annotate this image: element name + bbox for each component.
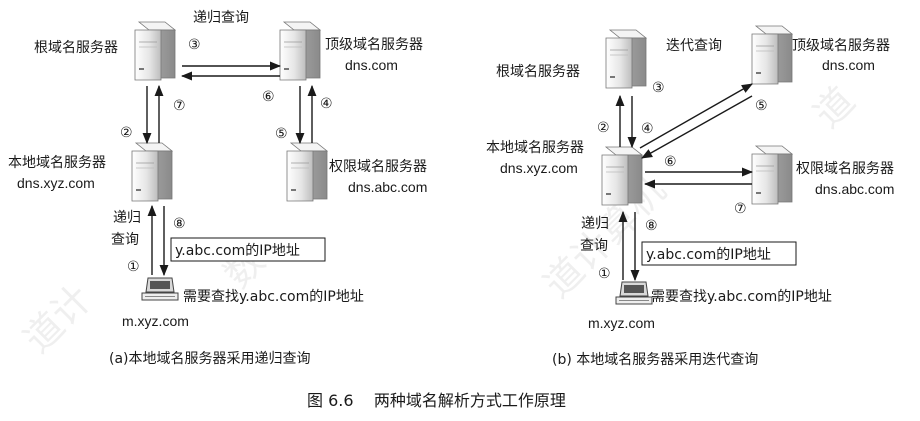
- svg-text:道计: 道计: [15, 277, 100, 362]
- left-answer-box: [170, 237, 326, 262]
- right-local-label: 本地域名服务器: [486, 140, 584, 156]
- step-7: ⑦: [734, 201, 747, 217]
- right-local-host: dns.xyz.com: [500, 160, 578, 176]
- step-3: ③: [652, 80, 665, 96]
- right-top-label: 迭代查询: [666, 38, 722, 54]
- svg-text:道: 道: [805, 78, 863, 136]
- left-local-label: 本地域名服务器: [8, 155, 106, 171]
- step-8: ⑧: [645, 218, 658, 234]
- server-icon: [751, 145, 793, 205]
- right-answer-text: y.abc.com的IP地址: [646, 247, 771, 263]
- left-client-note: 需要查找y.abc.com的IP地址: [183, 289, 364, 305]
- left-root-label: 根域名服务器: [34, 40, 118, 56]
- right-root-label: 根域名服务器: [496, 64, 580, 80]
- step-6: ⑥: [262, 89, 275, 105]
- left-local-host: dns.xyz.com: [17, 175, 95, 191]
- figure-caption: 图 6.6 两种域名解析方式工作原理: [307, 391, 566, 410]
- server-icon: [134, 21, 176, 81]
- right-tld-host: dns.com: [822, 57, 875, 73]
- left-tld-host: dns.com: [345, 57, 398, 73]
- right-auth-host: dns.abc.com: [815, 181, 894, 197]
- left-query-label-1: 递归: [113, 209, 141, 226]
- arrow-3: [639, 83, 753, 149]
- server-icon: [751, 25, 793, 85]
- right-client-host: m.xyz.com: [588, 315, 655, 331]
- left-client-host: m.xyz.com: [122, 313, 189, 329]
- step-8: ⑧: [173, 216, 186, 232]
- step-7: ⑦: [173, 98, 186, 114]
- step-5: ⑤: [755, 98, 768, 114]
- left-auth-label: 权限域名服务器: [329, 159, 427, 175]
- step-4: ④: [641, 121, 654, 137]
- step-2: ②: [120, 125, 133, 141]
- panel-right-iterative: 迭代查询 根域名服务器 顶级域名服务器 dns.com 本地域名服务器 dns.…: [486, 25, 894, 368]
- server-icon: [131, 142, 173, 202]
- right-auth-label: 权限域名服务器: [796, 161, 894, 177]
- step-1: ①: [127, 259, 140, 275]
- step-1: ①: [598, 266, 611, 282]
- arrow-5: [641, 95, 753, 159]
- left-query-label-2: 查询: [111, 232, 139, 248]
- computer-icon: [615, 281, 653, 305]
- right-client-note: 需要查找y.abc.com的IP地址: [651, 289, 832, 305]
- right-query-label-1: 递归: [581, 215, 609, 232]
- server-icon: [605, 29, 647, 89]
- left-caption: (a)本地域名服务器采用递归查询: [109, 350, 311, 367]
- step-2: ②: [597, 120, 610, 136]
- left-top-label: 递归查询: [193, 9, 249, 26]
- computer-icon: [141, 277, 179, 301]
- step-3: ③: [188, 37, 201, 53]
- step-5: ⑤: [275, 126, 288, 142]
- left-auth-host: dns.abc.com: [348, 179, 427, 195]
- server-icon: [279, 21, 321, 81]
- right-query-label-2: 查询: [580, 238, 608, 254]
- left-answer-text: y.abc.com的IP地址: [175, 243, 300, 259]
- server-icon: [286, 142, 328, 202]
- step-4: ④: [320, 96, 333, 112]
- left-tld-label: 顶级域名服务器: [325, 37, 423, 53]
- right-tld-label: 顶级域名服务器: [792, 38, 890, 54]
- panel-left-recursive: 递归查询 根域名服务器 顶级域名服务器 dns.com 本地域名服务器 dns.…: [8, 9, 427, 367]
- right-caption: (b) 本地域名服务器采用迭代查询: [552, 352, 758, 368]
- step-6: ⑥: [664, 154, 677, 170]
- right-answer-box: [641, 241, 797, 266]
- server-icon: [601, 146, 643, 206]
